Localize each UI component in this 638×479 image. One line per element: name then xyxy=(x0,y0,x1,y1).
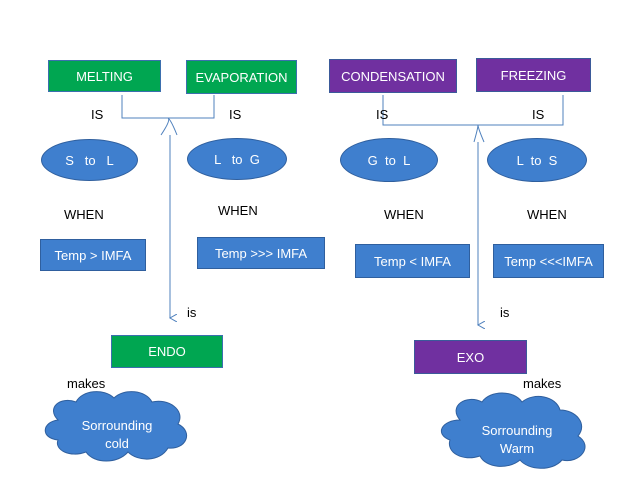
cold-outcome-text: Sorrounding cold xyxy=(62,417,172,453)
cold-outcome-line1: Sorrounding xyxy=(81,418,153,433)
is-label-freezing: IS xyxy=(532,107,545,122)
left-bracket-line xyxy=(121,95,215,119)
warm-outcome-line1: Sorrounding xyxy=(481,423,553,438)
exo-label: EXO xyxy=(456,349,485,365)
condition-melting: Temp > IMFA xyxy=(40,239,146,271)
exo-box: EXO xyxy=(414,340,527,374)
condition-condensation: Temp < IMFA xyxy=(355,244,470,278)
warm-cloud-shape xyxy=(440,392,586,469)
is-label-endo: is xyxy=(187,305,197,320)
when-label-condensation: WHEN xyxy=(384,207,424,222)
condition-freezing-label: Temp <<<IMFA xyxy=(504,253,593,269)
warm-outcome-text: Sorrounding Warm xyxy=(462,422,572,458)
is-label-evaporation: IS xyxy=(229,107,242,122)
freezing-box: FREEZING xyxy=(476,58,591,92)
state-l-to-g-label: L to G xyxy=(214,151,260,167)
is-label-melting: IS xyxy=(91,107,104,122)
state-l-to-s: L to S xyxy=(487,138,587,182)
melting-box: MELTING xyxy=(48,60,161,92)
melting-label: MELTING xyxy=(76,68,133,84)
makes-label-exo: makes xyxy=(523,376,562,391)
evaporation-label: EVAPORATION xyxy=(195,69,288,85)
right-bracket-brace xyxy=(473,124,485,143)
right-bracket-line xyxy=(382,95,564,126)
condition-freezing: Temp <<<IMFA xyxy=(493,244,604,278)
state-s-to-l-label: S to L xyxy=(65,152,114,168)
state-l-to-g: L to G xyxy=(187,138,287,180)
cold-outcome-line2: cold xyxy=(105,436,129,451)
state-s-to-l: S to L xyxy=(41,139,138,181)
endo-label: ENDO xyxy=(148,344,186,359)
condensation-box: CONDENSATION xyxy=(329,59,457,93)
state-l-to-s-label: L to S xyxy=(516,152,558,168)
makes-label-endo: makes xyxy=(67,376,106,391)
condition-condensation-label: Temp < IMFA xyxy=(374,253,451,269)
when-label-evaporation: WHEN xyxy=(218,203,258,218)
evaporation-box: EVAPORATION xyxy=(186,60,297,94)
condition-melting-label: Temp > IMFA xyxy=(54,247,132,263)
condition-evaporation-label: Temp >>> IMFA xyxy=(214,245,308,261)
condensation-label: CONDENSATION xyxy=(341,68,445,84)
when-label-melting: WHEN xyxy=(64,207,104,222)
left-bracket-brace xyxy=(160,117,178,136)
warm-outcome-line2: Warm xyxy=(499,441,535,456)
is-label-exo: is xyxy=(500,305,510,320)
cold-cloud-shape xyxy=(44,391,188,462)
when-label-freezing: WHEN xyxy=(527,207,567,222)
endo-box: ENDO xyxy=(111,335,223,368)
state-g-to-l-label: G to L xyxy=(367,152,411,168)
freezing-label: FREEZING xyxy=(500,67,567,83)
condition-evaporation: Temp >>> IMFA xyxy=(197,237,325,269)
state-g-to-l: G to L xyxy=(340,138,438,182)
is-label-condensation: IS xyxy=(376,107,389,122)
